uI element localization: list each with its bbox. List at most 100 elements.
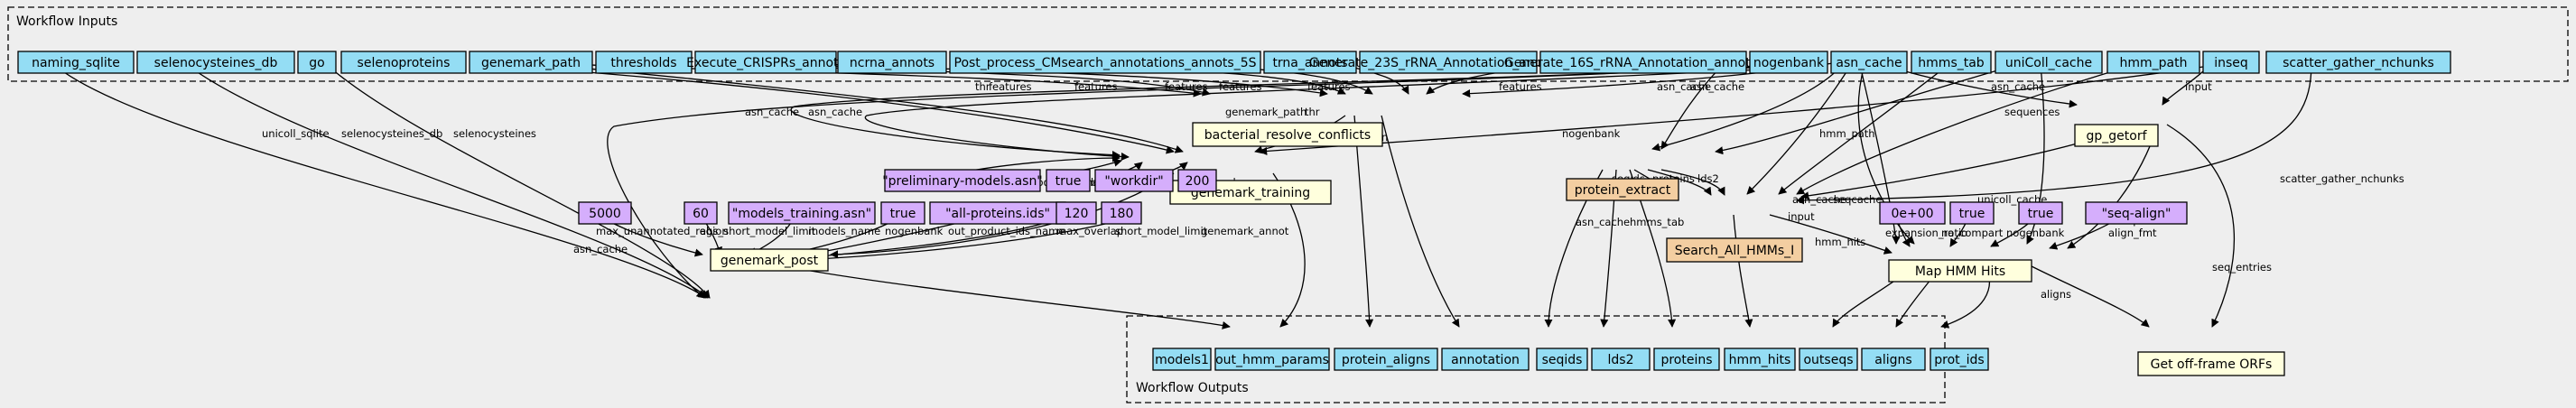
svg-text:nogenbank: nogenbank	[2006, 227, 2065, 239]
step-bacterial-resolve-conflicts: bacterial_resolve_conflicts	[1192, 122, 1383, 147]
input-naming-sqlite-label: naming_sqlite	[32, 56, 120, 70]
input-selenocysteines-db-label: selenocysteines_db	[154, 56, 278, 70]
input-naming-sqlite: naming_sqlite	[17, 51, 135, 74]
literal-zero: 0e+00	[1879, 201, 1946, 225]
input-hmm-path: hmm_path	[2106, 51, 2200, 74]
literal-n5000-label: 5000	[589, 207, 621, 221]
edge-training-post: genemark_annot	[830, 172, 1289, 259]
svg-text:nogenbank: nogenbank	[885, 225, 944, 237]
input-thresholds-label: thresholds	[610, 56, 676, 70]
input-nogenbank: nogenbank	[1749, 51, 1828, 74]
output-hmm-hits: hmm_hits	[1724, 348, 1796, 371]
input-generate-16s-rrna-annotation-annotation-label: Generate_16S_rRNA_Annotation_annotation	[1504, 56, 1782, 70]
input-nogenbank-label: nogenbank	[1753, 56, 1825, 70]
input-scatter-gather-nchunks-label: scatter_gather_nchunks	[2283, 56, 2434, 70]
input-selenoproteins-label: selenoproteins	[358, 56, 451, 70]
edge-hmm-path: hmm_path	[1796, 62, 2141, 195]
svg-text:asn_cache: asn_cache	[1991, 80, 2045, 93]
literal-true-c: true	[1949, 201, 1995, 225]
edge-asn-cache-post: asn_cache	[573, 62, 1816, 299]
svg-text:input: input	[1788, 210, 1815, 223]
edge-naming-sqlite: unicoll_sqlite	[51, 62, 707, 299]
step-bacterial-resolve-conflicts-label: bacterial_resolve_conflicts	[1204, 128, 1371, 143]
edge-asn-cache-extract: asn_cache	[1651, 64, 1843, 152]
input-go-label: go	[309, 56, 324, 70]
output-outseqs: outseqs	[1799, 348, 1858, 371]
svg-text:aligns: aligns	[2041, 288, 2071, 301]
input-trna-annots-label: trna_annots	[1272, 56, 1347, 70]
svg-text:features: features	[989, 80, 1032, 93]
output-protein-aligns-label: protein_aligns	[1342, 353, 1430, 367]
output-models1: models1	[1152, 348, 1212, 371]
literal-n200-label: 200	[1186, 174, 1210, 189]
edge-brc-protein-aligns	[1353, 115, 1374, 328]
workflow-outputs-cluster: Workflow Outputs	[1126, 315, 1946, 403]
edge-unicoll-extract: input	[1715, 62, 2023, 223]
svg-text:hmm_path: hmm_path	[1819, 127, 1875, 140]
svg-text:asn_cache: asn_cache	[573, 243, 628, 255]
edge-180: short_model_limit	[798, 216, 1208, 264]
literal-true-a: true	[1046, 169, 1091, 192]
literal-n200: 200	[1177, 169, 1217, 192]
literal-n60: 60	[684, 201, 718, 225]
workflow-inputs-title: Workflow Inputs	[16, 14, 117, 29]
input-trna-annots: trna_annots	[1263, 51, 1357, 74]
svg-text:thr: thr	[975, 80, 990, 93]
svg-text:expansion_ratio: expansion_ratio	[1885, 227, 1967, 239]
step-search-all-hmms-label: Search_All_HMMs_I	[1675, 244, 1795, 258]
output-seqids-label: seqids	[1542, 353, 1583, 367]
input-generate-23s-rrna-annotation-annotation-label: Generate_23S_rRNA_Annotation_annotation	[1309, 56, 1587, 70]
input-genemark-path-label: genemark_path	[481, 56, 581, 70]
output-lds2: lds2	[1591, 348, 1651, 371]
input-generate-23s-rrna-annotation-annotation: Generate_23S_rRNA_Annotation_annotation	[1309, 51, 1587, 74]
input-inseq-label: inseq	[2214, 56, 2248, 70]
svg-text:genemark_annot: genemark_annot	[1201, 225, 1289, 237]
literal-models-training-label: "models_training.asn"	[732, 207, 871, 221]
output-lds2-label: lds2	[1608, 353, 1634, 367]
svg-text:asn_cache: asn_cache	[808, 106, 862, 118]
edge-hmms-tab: hmms_tab	[1630, 62, 1951, 228]
input-unicoll-cache: uniColl_cache	[1995, 51, 2103, 74]
literal-models-training: "models_training.asn"	[728, 201, 876, 225]
literal-n60-label: 60	[693, 207, 709, 221]
edge-scatter: scatter_gather_nchunks	[1796, 62, 2404, 205]
step-search-all-hmms: Search_All_HMMs_I	[1666, 237, 1803, 263]
step-gp-getorf: gp_getorf	[2074, 124, 2159, 147]
svg-text:no_compart: no_compart	[1941, 227, 2004, 239]
step-protein-extract: protein_extract	[1566, 178, 1679, 201]
literal-true-c-label: true	[1959, 207, 1985, 221]
edge-selenoproteins: selenocysteines	[324, 62, 711, 299]
literal-n180-label: 180	[1110, 207, 1134, 221]
output-hmm-hits-label: hmm_hits	[1729, 353, 1791, 367]
svg-text:seq_entries: seq_entries	[2212, 261, 2272, 274]
svg-text:max_unannotated_region: max_unannotated_region	[596, 225, 729, 237]
output-protein-aligns: protein_aligns	[1334, 348, 1438, 371]
edge-selenocysteines-db: selenocysteines_db	[184, 62, 709, 299]
svg-text:nogenbank: nogenbank	[1562, 127, 1621, 140]
input-execute-crisprs-annots-label: Execute_CRISPRs_annots	[686, 56, 845, 70]
svg-text:genemark_path: genemark_path	[1225, 106, 1307, 118]
literal-n120-label: 120	[1065, 207, 1089, 221]
input-generate-16s-rrna-annotation-annotation: Generate_16S_rRNA_Annotation_annotation	[1504, 51, 1782, 74]
step-get-offframe-orfs: Get off-frame ORFs	[2137, 351, 2285, 376]
literal-true-b-label: true	[890, 207, 916, 221]
edge-asn-cache-training2: asn_cache	[808, 66, 1816, 162]
literal-workdir: "workdir"	[1094, 169, 1174, 192]
edge-post-outparams	[785, 265, 1231, 329]
svg-text:out_product_ids_name: out_product_ids_name	[948, 225, 1065, 237]
literal-true-d-label: true	[2028, 207, 2054, 221]
svg-text:align_fmt: align_fmt	[2108, 227, 2157, 239]
input-hmms-tab: hmms_tab	[1911, 51, 1992, 74]
svg-text:features: features	[1074, 80, 1118, 93]
input-thresholds: thresholds	[595, 51, 693, 74]
literal-n180: 180	[1101, 201, 1142, 225]
literal-n120: 120	[1056, 201, 1097, 225]
svg-text:selenocysteines: selenocysteines	[453, 127, 536, 140]
literal-seq-align-label: "seq-align"	[2102, 207, 2171, 221]
svg-text:asn_cache: asn_cache	[1576, 216, 1630, 228]
step-genemark-post: genemark_post	[710, 248, 829, 272]
input-ncrna-annots-label: ncrna_annots	[850, 56, 935, 70]
workflow-outputs-title: Workflow Outputs	[1136, 381, 1249, 395]
input-inseq: inseq	[2202, 51, 2260, 74]
